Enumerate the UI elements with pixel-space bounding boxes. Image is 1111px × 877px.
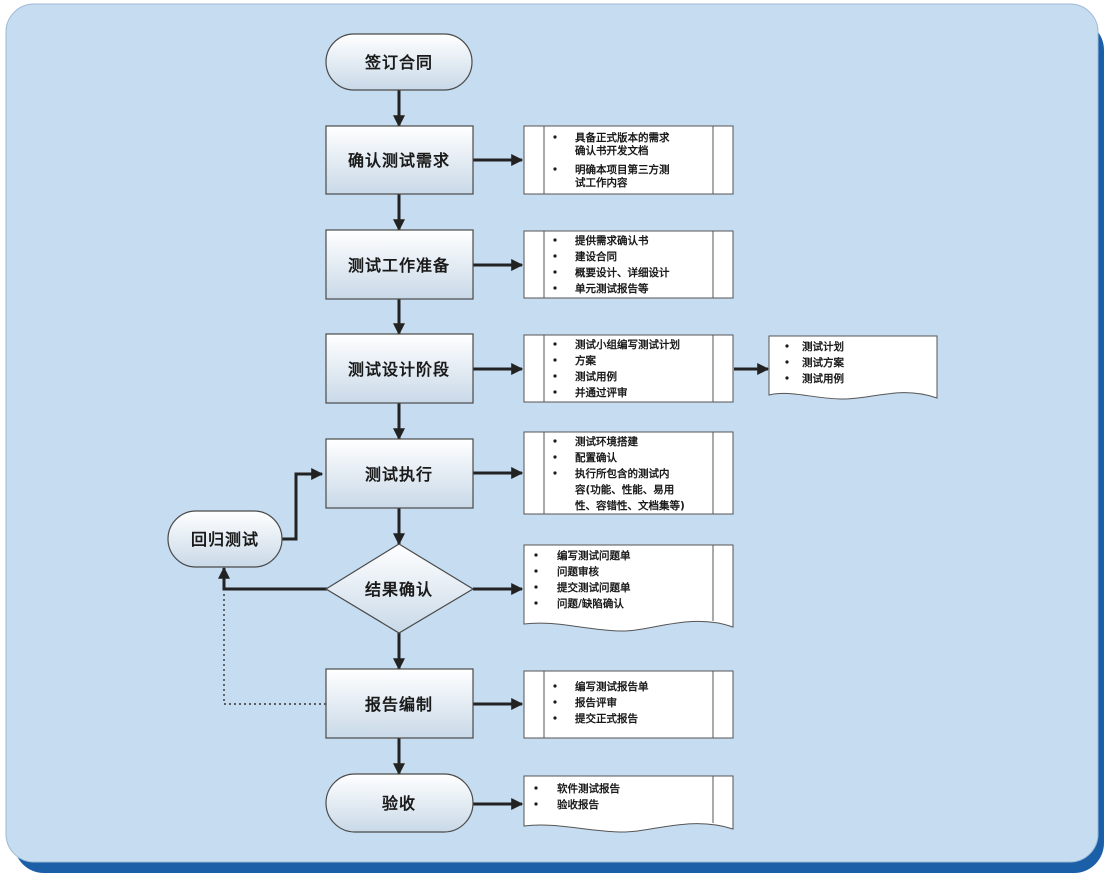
node-confirm-requirements: 确认测试需求 <box>325 125 474 195</box>
node-acceptance-label: 验收 <box>382 794 416 813</box>
note-acceptance-item-1: 软件测试报告 <box>557 782 620 795</box>
note-test-design-output-item-3: 测试用例 <box>802 372 844 385</box>
note-test-design-item-1: 测试小组编写测试计划 <box>575 338 680 351</box>
arrow-result-to-regression <box>218 566 329 591</box>
note-test-design-output: 测试计划 测试方案 测试用例 <box>768 335 938 400</box>
note-test-design: 测试小组编写测试计划 方案 测试用例 并通过评审 <box>523 334 734 403</box>
node-test-execution: 测试执行 <box>325 438 474 509</box>
note-report-compile-item-2: 报告评审 <box>575 696 617 709</box>
note-test-preparation-item-3: 概要设计、详细设计 <box>575 266 670 279</box>
node-test-preparation: 测试工作准备 <box>325 229 474 300</box>
note-result-confirm: 编写测试问题单 问题审核 提交测试问题单 问题/缺陷确认 <box>523 544 734 632</box>
note-report-compile-item-3: 提交正式报告 <box>575 712 638 725</box>
note-test-execution-item-2: 配置确认 <box>575 451 617 464</box>
note-result-confirm-item-1: 编写测试问题单 <box>557 549 631 562</box>
note-report-compile-item-1: 编写测试报告单 <box>575 680 649 693</box>
node-result-confirm: 结果确认 <box>324 543 475 634</box>
note-acceptance-item-2: 验收报告 <box>557 798 599 811</box>
node-test-design-label: 测试设计阶段 <box>348 360 450 379</box>
note-test-execution: 测试环境搭建 配置确认 执行所包含的测试内 容(功能、性能、易用 性、容错性、文… <box>523 431 734 515</box>
note-test-preparation: 提供需求确认书 建设合同 概要设计、详细设计 单元测试报告等 <box>523 230 734 299</box>
node-regression-test-label: 回归测试 <box>191 530 259 549</box>
node-sign-contract: 签订合同 <box>325 33 473 91</box>
node-test-design: 测试设计阶段 <box>325 333 474 404</box>
node-confirm-requirements-label: 确认测试需求 <box>348 151 450 170</box>
note-test-design-item-2: 方案 <box>575 354 596 367</box>
note-confirm-requirements-item-1b: 确认书开发文档 <box>575 144 649 157</box>
node-test-preparation-label: 测试工作准备 <box>348 256 450 275</box>
note-confirm-requirements-item-2b: 试工作内容 <box>575 176 628 189</box>
note-test-execution-item-1: 测试环境搭建 <box>575 435 638 448</box>
note-test-execution-item-3b: 容(功能、性能、易用 <box>574 483 674 496</box>
node-regression-test: 回归测试 <box>167 510 283 568</box>
note-confirm-requirements-item-1a: 具备正式版本的需求 <box>574 131 670 144</box>
node-sign-contract-label: 签订合同 <box>364 53 433 72</box>
arrow-regression-to-execution <box>282 468 324 541</box>
note-result-confirm-item-4: 问题/缺陷确认 <box>557 597 624 610</box>
node-acceptance: 验收 <box>325 773 474 833</box>
note-test-preparation-item-2: 建设合同 <box>574 250 617 263</box>
note-test-design-item-4: 并通过评审 <box>575 386 628 399</box>
node-result-confirm-label: 结果确认 <box>364 580 433 599</box>
node-test-execution-label: 测试执行 <box>365 465 433 484</box>
note-test-design-output-item-2: 测试方案 <box>802 356 844 369</box>
node-report-compile-label: 报告编制 <box>365 695 433 714</box>
note-test-design-output-item-1: 测试计划 <box>802 340 844 353</box>
note-test-execution-item-3c: 性、容错性、文档集等) <box>575 499 685 512</box>
dotted-report-to-regression <box>223 592 326 705</box>
note-test-preparation-item-4: 单元测试报告等 <box>575 282 649 295</box>
note-confirm-requirements-item-2a: 明确本项目第三方测 <box>575 163 670 176</box>
note-result-confirm-item-2: 问题审核 <box>557 565 599 578</box>
note-acceptance: 软件测试报告 验收报告 <box>523 775 734 833</box>
note-result-confirm-item-3: 提交测试问题单 <box>557 581 631 594</box>
node-report-compile: 报告编制 <box>325 668 474 739</box>
note-test-preparation-item-1: 提供需求确认书 <box>575 234 649 247</box>
note-report-compile: 编写测试报告单 报告评审 提交正式报告 <box>523 670 734 739</box>
note-test-design-item-3: 测试用例 <box>575 370 617 383</box>
note-test-execution-item-3a: 执行所包含的测试内 <box>575 467 670 480</box>
note-confirm-requirements: 具备正式版本的需求 确认书开发文档 明确本项目第三方测 试工作内容 <box>523 125 734 195</box>
